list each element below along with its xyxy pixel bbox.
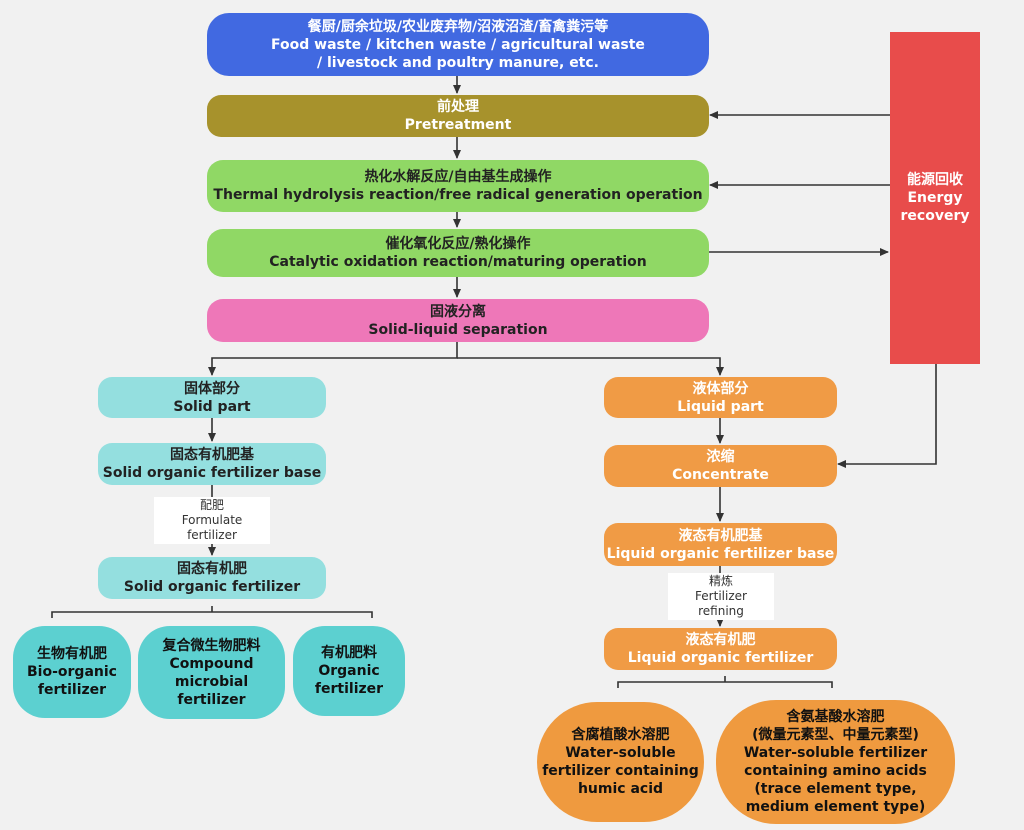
thermal-cn: 热化水解反应/自由基生成操作	[364, 169, 552, 185]
humic-en3: humic acid	[577, 781, 664, 797]
separation-cn: 固液分离	[430, 303, 486, 320]
concentrate-box: 浓缩 Concentrate	[604, 445, 837, 487]
liquid-part-en: Liquid part	[677, 398, 764, 415]
fertilizer-refining-label: 精炼 Fertilizer refining	[668, 573, 774, 620]
amino-en4: medium element type)	[745, 799, 926, 815]
organic-en2: fertilizer	[314, 681, 384, 697]
bio-en2: fertilizer	[37, 682, 107, 698]
amino-en3: (trace element type,	[754, 781, 917, 797]
separation-en: Solid-liquid separation	[368, 321, 548, 338]
input-en2: / livestock and poultry manure, etc.	[316, 54, 599, 71]
compound-en3: fertilizer	[177, 691, 246, 708]
bio-en1: Bio-organic	[27, 664, 117, 680]
energy-cn: 能源回收	[907, 172, 963, 188]
bio-organic-box: 生物有机肥 Bio-organic fertilizer	[13, 626, 131, 718]
energy-en2: recovery	[900, 208, 970, 224]
refining-en: Fertilizer refining	[695, 589, 747, 618]
energy-recovery-box: 能源回收 Energy recovery	[890, 32, 980, 364]
solid-part-en: Solid part	[173, 398, 251, 415]
thermal-en: Thermal hydrolysis reaction/free radical…	[213, 187, 703, 203]
input-en1: Food waste / kitchen waste / agricultura…	[271, 36, 645, 53]
compound-en1: Compound	[169, 655, 254, 672]
liquid-base-box: 液态有机肥基 Liquid organic fertilizer base	[604, 523, 837, 566]
humic-acid-fertilizer-box: 含腐植酸水溶肥 Water-soluble fertilizer contain…	[537, 702, 704, 822]
organic-cn: 有机肥料	[321, 645, 377, 661]
input-materials-box: 餐厨/厨余垃圾/农业废弃物/沼液沼渣/畜禽粪污等 Food waste / ki…	[207, 13, 709, 76]
arrow-energy-concentrate	[837, 364, 937, 468]
liquid-fertilizer-box: 液态有机肥 Liquid organic fertilizer	[604, 628, 837, 670]
liquid-fert-en: Liquid organic fertilizer	[627, 650, 814, 666]
pretreatment-en: Pretreatment	[404, 117, 512, 133]
catalytic-oxidation-box: 催化氧化反应/熟化操作 Catalytic oxidation reaction…	[207, 229, 709, 277]
energy-en1: Energy	[907, 190, 963, 206]
humic-cn: 含腐植酸水溶肥	[571, 727, 670, 743]
catalytic-cn: 催化氧化反应/熟化操作	[385, 236, 531, 252]
formulate-fertilizer-label: 配肥 Formulate fertilizer	[154, 497, 270, 544]
formulate-cn: 配肥	[199, 498, 224, 512]
arrow-split-solid	[208, 342, 458, 376]
refining-cn: 精炼	[708, 574, 733, 588]
amino-en2: containing amino acids	[744, 763, 927, 779]
humic-en2: fertilizer containing	[542, 763, 699, 779]
solid-liquid-separation-box: 固液分离 Solid-liquid separation	[207, 299, 709, 342]
solid-fert-en: Solid organic fertilizer	[123, 579, 301, 595]
solid-base-en: Solid organic fertilizer base	[102, 465, 322, 481]
bracket-liquid-products	[617, 676, 833, 688]
solid-part-box: 固体部分 Solid part	[98, 377, 326, 418]
formulate-en: Formulate fertilizer	[181, 513, 243, 542]
liquid-part-box: 液体部分 Liquid part	[604, 377, 837, 418]
amino-cn2: (微量元素型、中量元素型)	[752, 727, 919, 743]
liquid-part-cn: 液体部分	[692, 380, 749, 397]
solid-base-box: 固态有机肥基 Solid organic fertilizer base	[98, 443, 326, 485]
input-cn: 餐厨/厨余垃圾/农业废弃物/沼液沼渣/畜禽粪污等	[307, 18, 609, 35]
amino-cn1: 含氨基酸水溶肥	[786, 709, 885, 725]
compound-cn: 复合微生物肥料	[162, 637, 261, 654]
bracket-solid-products	[51, 606, 373, 618]
arrow-split-liquid	[457, 357, 724, 376]
solid-fert-cn: 固态有机肥	[177, 561, 247, 577]
pretreatment-box: 前处理 Pretreatment	[207, 95, 709, 137]
organic-fertilizer-box: 有机肥料 Organic fertilizer	[293, 626, 405, 716]
bio-cn: 生物有机肥	[37, 646, 107, 662]
compound-en2: microbial	[174, 673, 249, 690]
amino-acid-fertilizer-box: 含氨基酸水溶肥 (微量元素型、中量元素型) Water-soluble fert…	[716, 700, 955, 824]
solid-base-cn: 固态有机肥基	[170, 447, 254, 463]
liquid-base-en: Liquid organic fertilizer base	[606, 545, 835, 562]
concentrate-cn: 浓缩	[706, 449, 735, 465]
organic-en1: Organic	[318, 663, 380, 679]
thermal-hydrolysis-box: 热化水解反应/自由基生成操作 Thermal hydrolysis reacti…	[207, 160, 709, 212]
amino-en1: Water-soluble fertilizer	[743, 745, 928, 761]
solid-part-cn: 固体部分	[184, 380, 240, 397]
solid-fertilizer-box: 固态有机肥 Solid organic fertilizer	[98, 557, 326, 599]
liquid-base-cn: 液态有机肥基	[678, 527, 763, 544]
concentrate-en: Concentrate	[672, 467, 769, 483]
catalytic-en: Catalytic oxidation reaction/maturing op…	[269, 254, 647, 270]
liquid-fert-cn: 液态有机肥	[685, 632, 756, 648]
compound-microbial-box: 复合微生物肥料 Compound microbial fertilizer	[138, 626, 285, 719]
pretreatment-cn: 前处理	[437, 99, 479, 115]
humic-en1: Water-soluble	[565, 745, 676, 761]
